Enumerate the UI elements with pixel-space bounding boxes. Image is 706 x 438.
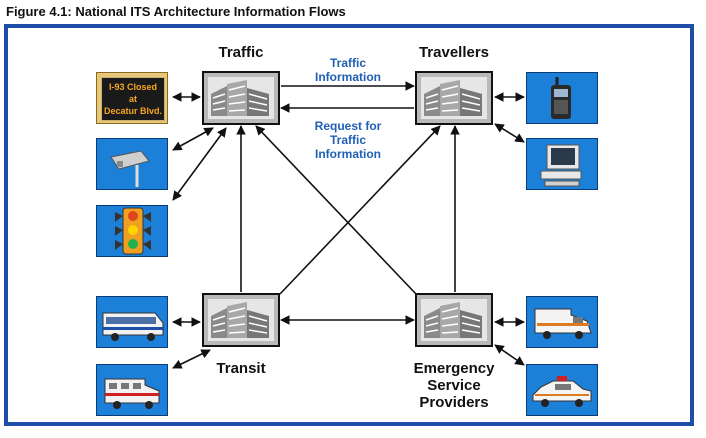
traffic-light-device: [96, 205, 168, 257]
emergency-building-icon: [415, 293, 493, 347]
flow-label-request: Request for Traffic Information: [314, 119, 382, 161]
node-label-travellers: Travellers: [418, 44, 490, 61]
link-computer-travellers: [494, 123, 525, 143]
diagram-frame: [4, 24, 694, 426]
node-label-traffic: Traffic: [218, 44, 264, 61]
ambulance-icon: [534, 308, 592, 339]
traffic-sensor-device: [96, 138, 168, 190]
flow-label-traffic-information: Traffic Information: [315, 56, 381, 84]
bus-icon: [102, 312, 164, 341]
van-icon: [104, 378, 160, 409]
message-sign-icon: I-93 Closed at Decatur Blvd.: [101, 77, 165, 121]
cell-phone-icon: [551, 77, 571, 119]
bus-device: [96, 296, 168, 348]
flow-arrow-emergency-traffic: [255, 125, 417, 295]
traffic-building-icon: [202, 71, 280, 125]
computer-device: [526, 138, 598, 190]
ambulance-device: [526, 296, 598, 348]
police-car-icon: [532, 376, 592, 407]
link-sensor-traffic: [172, 127, 214, 151]
flow-arrow-transit-travellers: [279, 125, 441, 295]
node-label-emergency: Emergency Service Providers: [413, 360, 495, 411]
link-light-traffic: [172, 127, 227, 201]
traffic-light-icon: [115, 207, 151, 255]
transit-building-icon: [202, 293, 280, 347]
link-van-transit: [172, 349, 211, 369]
computer-icon: [540, 144, 582, 187]
cell-phone-device: [526, 72, 598, 124]
node-label-transit: Transit: [216, 360, 266, 377]
figure-title: Figure 4.1: National ITS Architecture In…: [6, 4, 346, 19]
police-car-device: [526, 364, 598, 416]
traffic-sensor-icon: [110, 150, 150, 187]
van-device: [96, 364, 168, 416]
link-police-emergency: [494, 344, 525, 366]
message-sign-device: I-93 Closed at Decatur Blvd.: [96, 72, 168, 124]
travellers-building-icon: [415, 71, 493, 125]
